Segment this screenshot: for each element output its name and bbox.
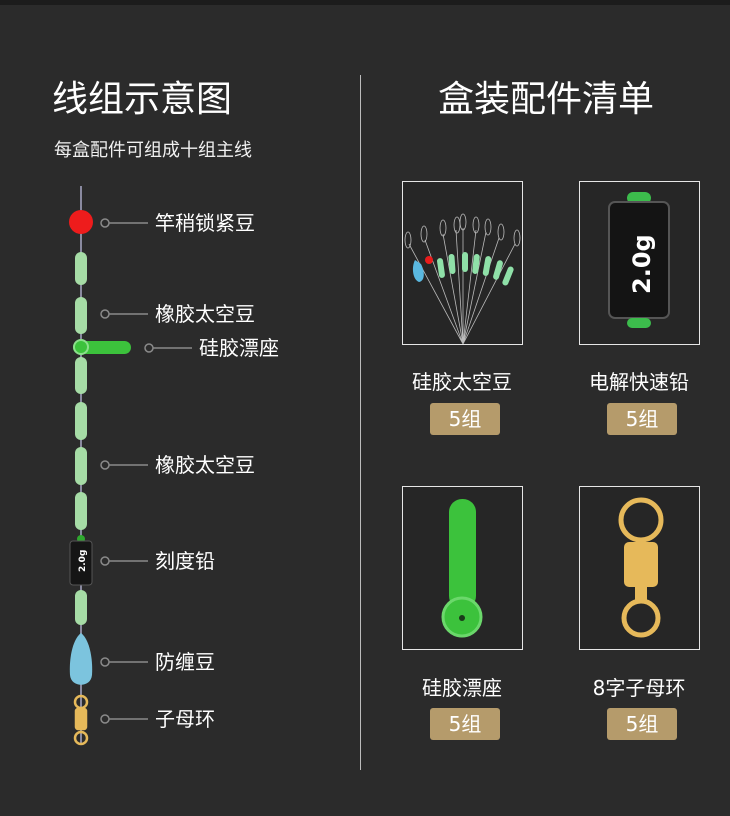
label-stopper-bead: 竿稍锁紧豆 [155, 211, 255, 235]
label-float-seat: 硅胶漂座 [199, 336, 279, 360]
right-title: 盒装配件清单 [438, 79, 655, 120]
label-lead: 刻度铅 [155, 549, 215, 573]
product-image-lead: 2.0g [579, 181, 700, 345]
label-anti-tangle: 防缠豆 [155, 650, 215, 674]
svg-text:2.0g: 2.0g [78, 550, 88, 572]
anti-tangle-bead [69, 633, 93, 685]
label-swivel: 子母环 [155, 707, 215, 731]
product-count-badge: 5组 [430, 708, 500, 740]
swivel [73, 694, 89, 746]
product-name: 电解快速铅 [589, 370, 689, 394]
label-rubber-bead-2: 橡胶太空豆 [155, 453, 255, 477]
product-count-badge: 5组 [607, 708, 677, 740]
rubber-beads [75, 252, 87, 625]
left-title: 线组示意图 [52, 79, 233, 120]
product-image-swivel [579, 486, 700, 650]
product-name: 硅胶漂座 [422, 676, 502, 700]
stopper-bead [69, 210, 93, 234]
lead-weight: 2.0g [69, 535, 93, 586]
float-seat [73, 339, 131, 355]
product-count-badge: 5组 [607, 403, 677, 435]
product-name: 8字子母环 [592, 676, 686, 700]
left-subtitle: 每盒配件可组成十组主线 [54, 140, 252, 161]
product-count-badge: 5组 [430, 403, 500, 435]
top-band [0, 0, 730, 5]
label-rubber-bead-1: 橡胶太空豆 [155, 302, 255, 326]
connector-lines [100, 218, 192, 724]
svg-text:2.0g: 2.0g [628, 234, 656, 294]
product-image-silicone-beads [402, 181, 523, 345]
product-image-float-seat [402, 486, 523, 650]
divider [360, 75, 361, 770]
rig-diagram: 2.0g [69, 186, 192, 746]
product-name: 硅胶太空豆 [412, 370, 512, 394]
